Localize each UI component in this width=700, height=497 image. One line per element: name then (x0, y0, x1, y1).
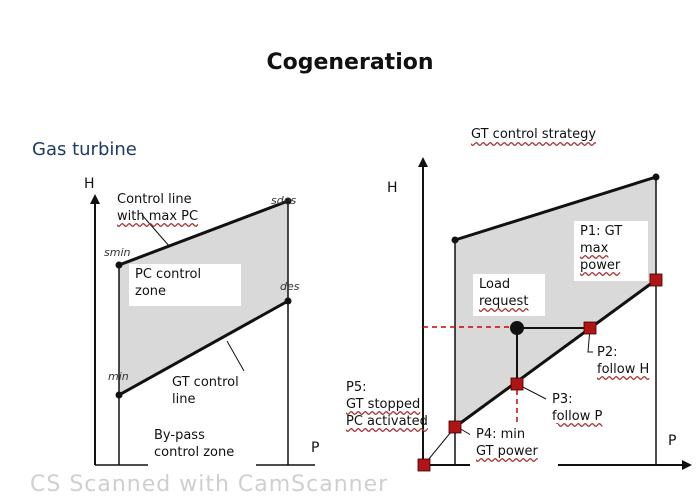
right-y-axis-label: H (387, 180, 398, 196)
load-request-point (510, 321, 524, 335)
p2-marker (583, 321, 597, 335)
p1-label-line1: P1: GT (580, 224, 623, 239)
p5-label-line2: GT stopped (346, 397, 421, 412)
p3-label-line2: follow P (552, 409, 603, 424)
load-request-label-line2: request (479, 294, 529, 309)
right-top-left-point (451, 236, 459, 244)
p4-label: P4: min GT power (470, 424, 558, 466)
control-line-pointer (141, 214, 171, 248)
p5-label-line3: PC activated (346, 414, 428, 429)
load-request-label: Load request (473, 274, 545, 316)
page-title: Cogeneration (266, 50, 434, 75)
smin-point (115, 261, 123, 269)
p4-label-line1: P4: min (476, 427, 526, 442)
p2-label: P2: follow H (597, 344, 649, 378)
p5-marker (417, 458, 431, 472)
right-upper-line (454, 175, 657, 242)
bypass-label-line2: control zone (154, 445, 235, 460)
p2-label-line1: P2: (597, 345, 618, 360)
right-x-axis-label: P (668, 433, 677, 449)
gt-line-pointer (226, 340, 245, 372)
control-line-label-line2: with max PC (117, 209, 199, 224)
gt-control-line (118, 299, 289, 397)
p2-pointer (587, 327, 593, 353)
gas-turbine-heading: Gas turbine (32, 139, 137, 160)
pc-control-zone-label-line2: zone (135, 284, 167, 299)
des-point (284, 297, 292, 305)
p1-marker (649, 273, 663, 287)
p3-label: P3: follow P (546, 389, 630, 431)
sdes-label: sdes (271, 194, 297, 207)
control-line-label: Control line with max PC (117, 191, 198, 225)
bypass-control-zone-label: By-pass control zone (148, 425, 256, 467)
sdes-point (284, 197, 292, 205)
bypass-label-line1: By-pass (154, 428, 205, 443)
right-lower-line (454, 278, 657, 429)
right-top-right-point (652, 173, 660, 181)
p1-label-line3: power (580, 258, 621, 273)
p3-label-line1: P3: (552, 392, 573, 407)
gt-control-line-label: GT control line (166, 372, 264, 414)
gt-control-line-label-line1: GT control (172, 375, 239, 390)
p3-marker (510, 377, 524, 391)
camscanner-watermark: CS Scanned with CamScanner (30, 472, 389, 497)
min-point (115, 391, 123, 399)
control-line-label-line1: Control line (117, 192, 192, 207)
control-line-max-pc (118, 199, 289, 267)
p4-label-line2: GT power (476, 444, 538, 459)
p1-label-line2: max (580, 241, 609, 256)
des-label: des (280, 280, 300, 293)
p5-label-line1: P5: (346, 380, 367, 395)
p4-marker (448, 420, 462, 434)
gt-control-line-label-line2: line (172, 392, 196, 407)
gt-control-strategy-heading: GT control strategy (471, 127, 597, 142)
p2-label-line2: follow H (597, 362, 650, 377)
min-label: min (108, 370, 129, 383)
pc-control-zone-label: PC control zone (129, 264, 241, 306)
left-x-axis-label: P (311, 440, 320, 456)
load-request-label-line1: Load (479, 277, 511, 292)
left-y-axis-label: H (84, 176, 95, 192)
pc-control-zone-label-line1: PC control (135, 267, 202, 282)
p1-label: P1: GT max power (574, 221, 648, 281)
smin-label: smin (104, 246, 131, 259)
p5-label: P5: GT stopped PC activated (346, 379, 428, 430)
